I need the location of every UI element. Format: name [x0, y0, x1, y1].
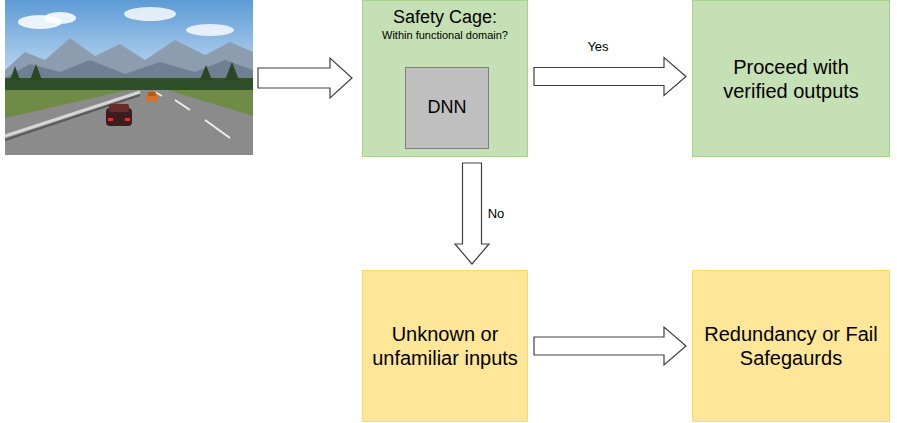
- dnn-box: DNN: [405, 67, 489, 149]
- edge-label: No: [486, 206, 507, 222]
- node-label: Safety Cage:: [393, 7, 497, 29]
- node-sublabel: Within functional domain?: [382, 29, 508, 42]
- process-box: Proceed with verified outputs: [692, 0, 890, 157]
- road-scene: [5, 0, 253, 155]
- cloud: [44, 12, 76, 24]
- cloud: [124, 7, 176, 21]
- car-light: [108, 118, 113, 121]
- process-box: Redundancy or Fail Safegaurds: [692, 270, 890, 422]
- block-arrow: [534, 327, 686, 365]
- edge-label: Yes: [585, 39, 610, 55]
- node-label: Proceed with verified outputs: [701, 55, 881, 103]
- node-label: DNN: [428, 97, 467, 119]
- tree: [30, 64, 42, 80]
- safety-cage-box: Safety Cage:Within functional domain? DNN: [362, 0, 528, 157]
- tree: [225, 62, 239, 80]
- car: [148, 92, 156, 96]
- node-label: Redundancy or Fail Safegaurds: [701, 322, 881, 370]
- tree: [200, 65, 212, 80]
- block-arrow: [534, 58, 686, 96]
- road: [5, 90, 253, 155]
- lane-marking: [175, 100, 190, 110]
- grass: [5, 90, 253, 155]
- car-light: [125, 118, 130, 121]
- node-label: Unknown or unfamiliar inputs: [371, 322, 519, 370]
- input-arrow: [258, 58, 352, 98]
- cloud: [186, 24, 234, 36]
- tree-line: [5, 78, 253, 92]
- process-box: Unknown or unfamiliar inputs: [362, 270, 528, 422]
- guardrail: [5, 92, 140, 136]
- guardrail: [5, 95, 140, 140]
- lane-marking: [205, 120, 230, 138]
- sky: [5, 0, 253, 90]
- car: [109, 104, 129, 112]
- tree: [10, 66, 20, 80]
- block-arrow: [455, 163, 489, 264]
